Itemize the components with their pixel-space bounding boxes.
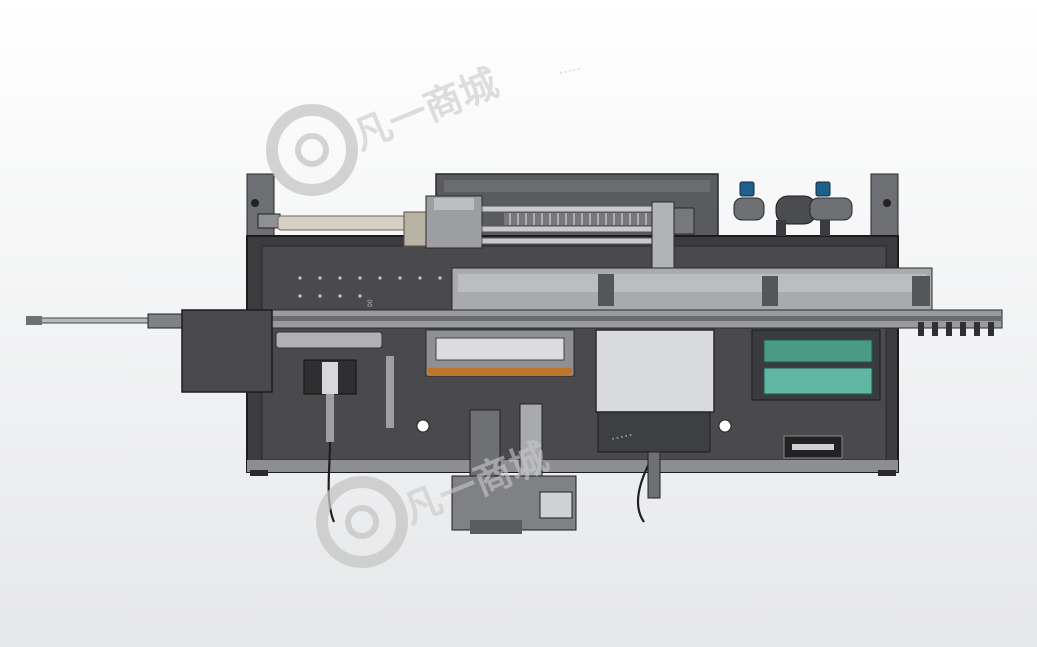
foot	[878, 470, 896, 476]
cylinder-head	[403, 211, 427, 247]
guide-rod	[481, 237, 653, 245]
left-upright	[246, 173, 275, 245]
plate-hole-row	[298, 276, 442, 298]
vertical-rod	[326, 394, 334, 442]
tray-teal-top	[763, 339, 873, 363]
bracket	[912, 276, 930, 306]
conveyor-rail-slot	[182, 316, 1002, 321]
guide-rod	[481, 205, 653, 213]
watermark-dots: ·····	[558, 62, 583, 82]
guide-rod	[481, 225, 653, 233]
rear-cover-box-inner	[444, 180, 710, 192]
vertical-slide-block	[651, 201, 675, 271]
bracket	[762, 276, 778, 306]
cover-box	[595, 329, 715, 413]
pneumatic-valve-icon	[733, 181, 853, 236]
left-probe-tip	[26, 316, 42, 325]
heater-module-window	[435, 337, 565, 361]
plate-marking: 00	[367, 299, 374, 307]
lower-mount-slider	[322, 362, 338, 394]
mount-hole	[416, 419, 430, 433]
right-upright	[870, 173, 899, 245]
watermark: 凡一商城 ·····	[266, 60, 583, 196]
watermark-logo-icon	[316, 476, 408, 568]
bracket	[598, 274, 614, 306]
cylinder-mount	[257, 213, 281, 229]
upright-bolt	[883, 199, 891, 207]
vertical-rod	[386, 356, 394, 428]
upright-bolt	[251, 199, 259, 207]
pneumatic-cylinder-long	[277, 215, 407, 231]
slide-end-block	[673, 207, 695, 235]
base-bottom-rail	[247, 460, 898, 472]
orange-strip	[428, 368, 572, 376]
watermark-logo-icon	[266, 104, 358, 196]
bottom-mechanism-block	[539, 491, 573, 519]
bottom-mechanism-base	[470, 520, 522, 534]
bottom-mechanism-frame	[469, 409, 501, 481]
mount-hole	[718, 419, 732, 433]
watermark-text: 凡一商城	[347, 60, 505, 159]
upper-plate-inner	[458, 274, 926, 292]
left-probe-rod	[39, 317, 161, 324]
watermark-dots: ·····	[610, 428, 635, 448]
cable-fitting	[647, 451, 661, 499]
cable	[327, 441, 336, 523]
left-probe-head	[147, 313, 183, 329]
lower-cylinder	[275, 331, 383, 349]
ribbed-rail	[504, 213, 652, 225]
left-sub-panel	[181, 309, 273, 393]
slide-carriage-top	[434, 198, 474, 210]
foot	[250, 470, 268, 476]
connector-slot	[792, 444, 834, 450]
tray-teal-bottom	[763, 367, 873, 395]
